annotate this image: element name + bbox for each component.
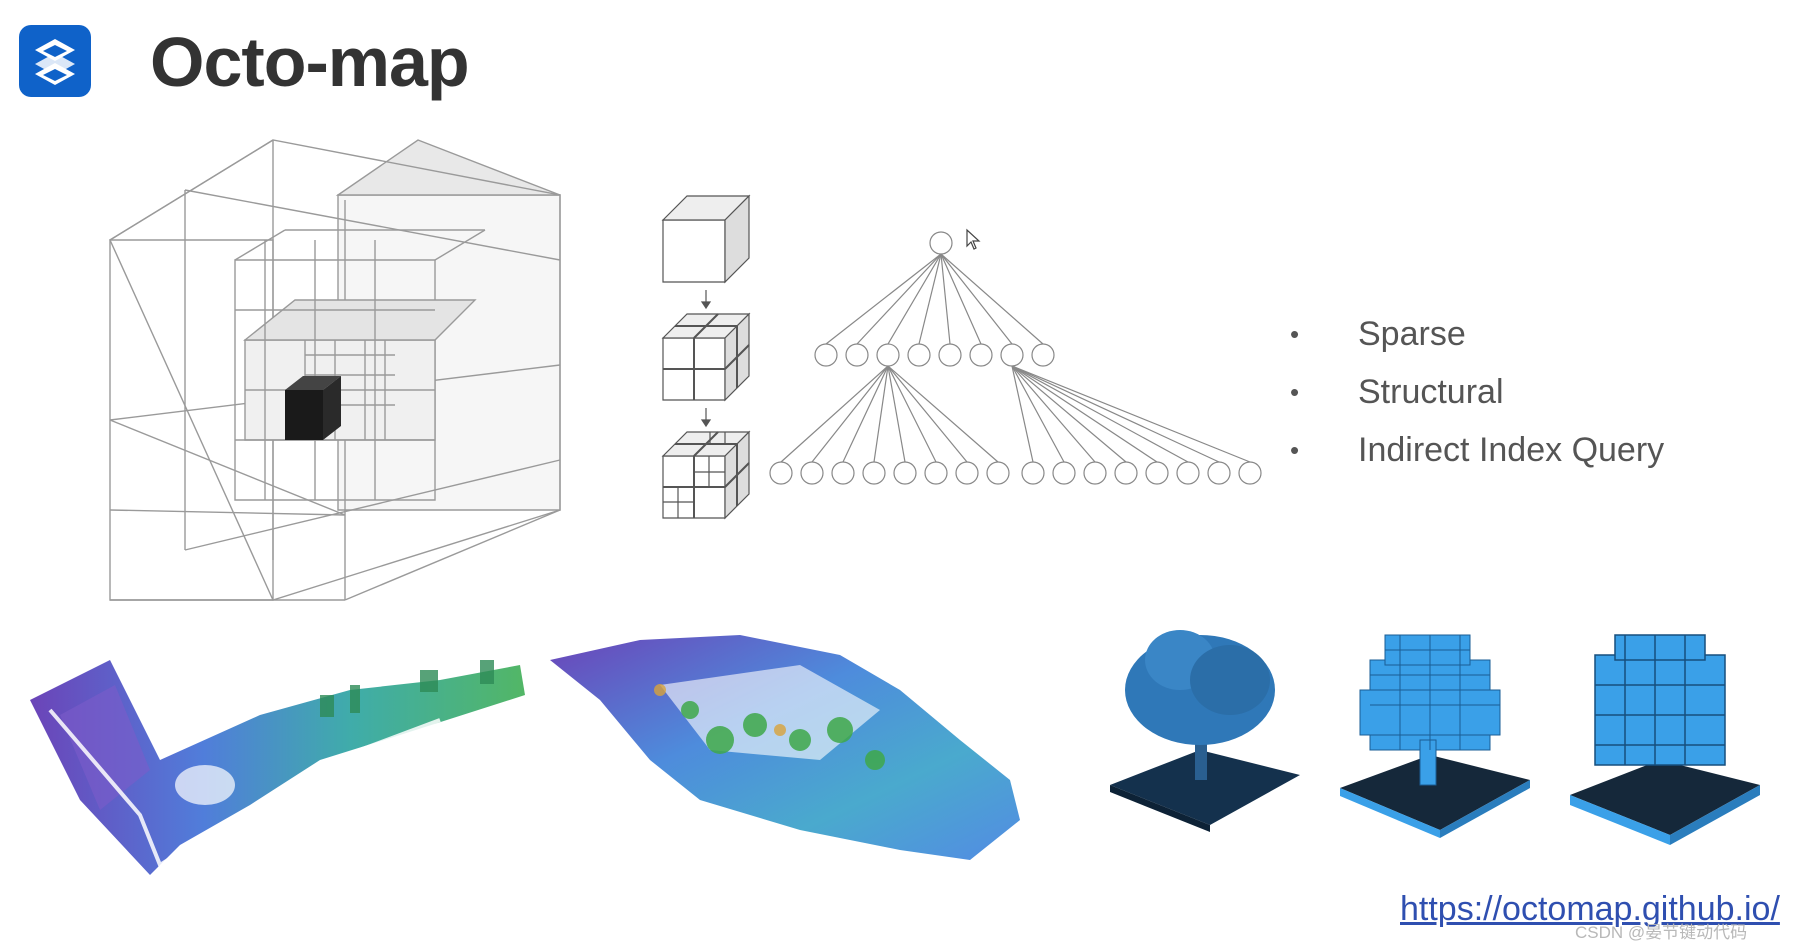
tree-edge [940,253,1013,345]
point-cloud-map-right [550,635,1020,860]
tree-edge [940,253,951,345]
tree-node [924,461,948,485]
tree-edge [1011,365,1034,463]
tree-node [831,461,855,485]
tree-node [938,343,962,367]
tree-node [1000,343,1024,367]
tree-edge [1011,365,1065,463]
tree-edge [918,253,942,345]
tree-node [969,343,993,367]
tree-edge [887,365,968,463]
octomap-link[interactable]: https://octomap.github.io/ [1400,890,1780,928]
tree-edge [1011,365,1251,463]
tree-edge [940,253,1044,345]
s-logo-icon [35,39,75,85]
tree-node [1021,461,1045,485]
point-cloud-map-left [30,660,525,875]
bullet-sparse: Sparse [1290,305,1664,363]
tree-edge [1011,365,1096,463]
cube-subdivision-diagram [661,194,751,520]
tree-node [1052,461,1076,485]
tree-edge [873,365,889,463]
logo [19,25,91,97]
tree-edge [887,253,942,345]
tree-node [876,343,900,367]
tree-edge [1011,365,1158,463]
tree-node [1031,343,1055,367]
tree-edge [1011,365,1220,463]
tree-edge [887,365,999,463]
tree-node [1083,461,1107,485]
tree-node [769,461,793,485]
tree-node [955,461,979,485]
tree-node [1114,461,1138,485]
tree-edge [780,365,889,463]
tree-node [929,231,953,255]
tree-node [1238,461,1262,485]
tree-edge [887,365,906,463]
bullet-structural: Structural [1290,363,1664,421]
tree-node [1145,461,1169,485]
tree-node [1176,461,1200,485]
tree-edge [1011,365,1127,463]
page-title: Octo-map [150,23,470,101]
tree-edge [887,365,937,463]
tree-edge [842,365,889,463]
feature-list: Sparse Structural Indirect Index Query [1290,305,1664,479]
tree-edge [825,253,942,345]
tree-node [845,343,869,367]
tree-node [893,461,917,485]
tree-edge [811,365,889,463]
tree-node [814,343,838,367]
octree-node-tree [769,231,1262,485]
tree-node [1207,461,1231,485]
bullet-indirect-index-query: Indirect Index Query [1290,421,1664,479]
tree-edge [1011,365,1189,463]
tree-edge [856,253,942,345]
tree-voxel-resolutions [1110,630,1760,845]
octree-cube-diagram [109,139,561,601]
tree-node [907,343,931,367]
watermark: CSDN @晏节键动代码 [1575,923,1748,942]
tree-edge [940,253,982,345]
tree-node [862,461,886,485]
tree-node [800,461,824,485]
tree-node [986,461,1010,485]
mouse-cursor-icon [966,228,981,250]
